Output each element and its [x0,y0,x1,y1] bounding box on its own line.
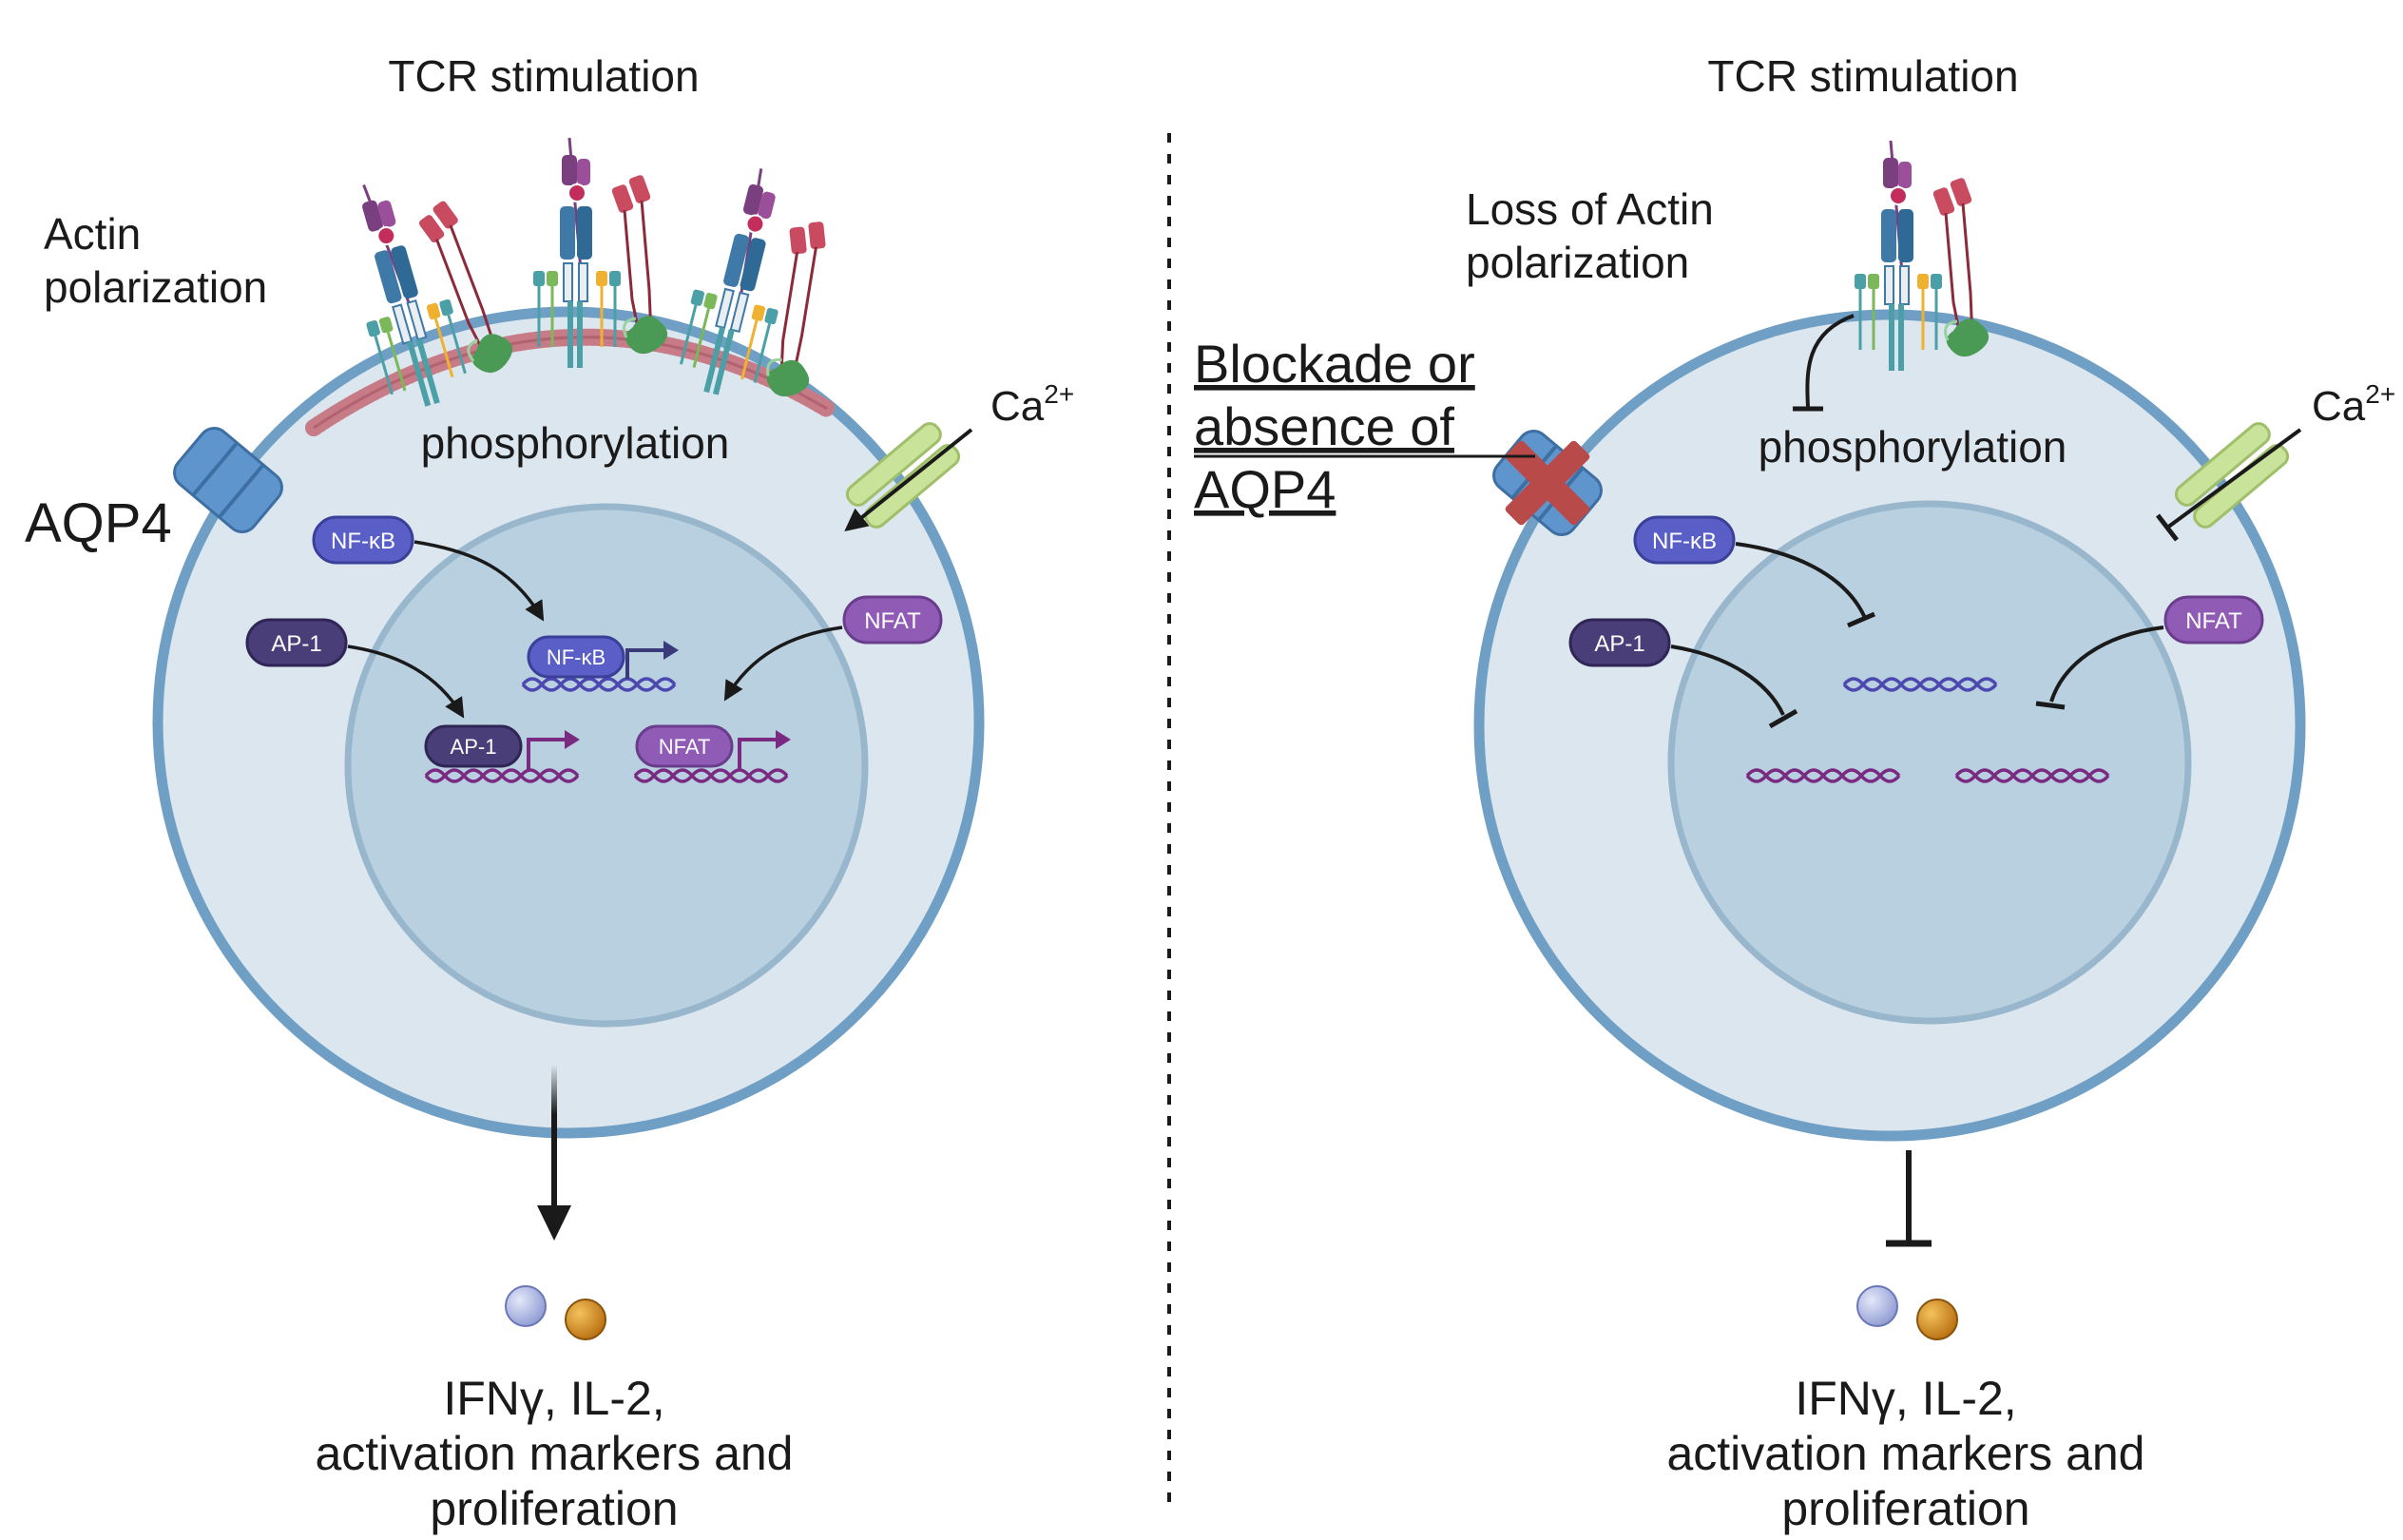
left-cytokine-blue-icon [505,1285,547,1327]
right-blockade-label-3: AQP4 [1194,459,1336,519]
svg-text:NF-κB: NF-κB [547,645,606,669]
svg-text:NFAT: NFAT [2185,608,2242,634]
left-aqp4-channel-icon [173,427,283,533]
right-cyto-nfat-pill: NFAT [2163,595,2264,645]
left-cell-nucleus [344,503,869,1028]
left-panel: TCR stimulation Actin polarization AQP4 … [25,51,1074,1535]
right-cytokine-blue-icon [1856,1285,1898,1327]
left-output-arrow-shaft [551,1065,557,1207]
left-output-line-3: proliferation [430,1482,678,1535]
svg-text:AP-1: AP-1 [271,631,321,657]
right-output-line-1: IFNγ, IL-2, [1795,1372,2016,1425]
right-ca-blocked-line [2165,428,2302,529]
left-tcr-complex-2 [531,136,669,370]
right-phosphorylation-label: phosphorylation [1759,422,2067,472]
left-title: TCR stimulation [388,51,699,101]
left-phosphorylation-label: phosphorylation [421,418,730,468]
left-nfat-translocation-arrow [723,626,843,702]
right-loss-label-1: Loss of Actin [1466,184,1714,234]
left-actin-label-2: polarization [44,262,267,312]
left-output-line-1: IFNγ, IL-2, [443,1372,664,1425]
svg-text:NFAT: NFAT [659,735,711,759]
right-title: TCR stimulation [1707,51,2018,101]
left-output-line-2: activation markers and [315,1427,793,1480]
left-ca-channel-icon [845,422,961,529]
svg-text:NFAT: NFAT [864,608,921,634]
right-phosphorylation-inhibition [1805,314,1855,408]
right-panel: TCR stimulation Loss of Actin polarizati… [1194,51,2395,1535]
left-nfat-gene: NFAT [633,724,791,783]
svg-text:NF-κB: NF-κB [1652,529,1717,554]
left-nfkb-translocation-arrow [413,540,545,622]
right-ca-label: Ca2+ [2312,379,2395,430]
right-cyto-nfkb-pill: NF-κB [1633,515,1736,565]
right-tcr-complex [1853,139,1990,373]
left-cyto-nfat-pill: NFAT [842,595,943,645]
right-loss-label-2: polarization [1466,238,1689,287]
left-nfkb-gene: NF-κB [521,635,679,692]
left-ca-influx-arrow [844,428,973,531]
svg-text:AP-1: AP-1 [1594,631,1644,657]
right-cyto-ap1-pill: AP-1 [1568,618,1671,667]
right-ap1-inhibition [1670,645,1785,716]
svg-text:AP-1: AP-1 [451,735,497,759]
left-ap1-gene: AP-1 [424,724,580,783]
right-output-line-3: proliferation [1781,1482,2029,1535]
right-output-line-2: activation markers and [1666,1427,2144,1480]
right-cell-nucleus [1667,500,2192,1025]
left-output-arrow-head [537,1205,571,1241]
right-blockade-label-2: absence of [1194,396,1454,456]
left-aqp4-label: AQP4 [25,492,172,554]
right-block-x-icon [1505,440,1590,526]
left-ca-label: Ca2+ [990,379,1074,430]
svg-text:NF-κB: NF-κB [331,529,395,554]
left-cytokine-orange-icon [565,1299,606,1340]
left-actin-label-1: Actin [44,209,141,259]
left-cyto-nfkb-pill: NF-κB [312,515,414,565]
left-cyto-ap1-pill: AP-1 [245,618,348,667]
right-cytokine-orange-icon [1916,1299,1958,1340]
right-nfat-inhibition [2049,626,2164,703]
left-ap1-translocation-arrow [347,645,465,719]
right-nfkb-inhibition [1735,542,1867,619]
right-blockade-label-1: Blockade or [1194,334,1475,394]
